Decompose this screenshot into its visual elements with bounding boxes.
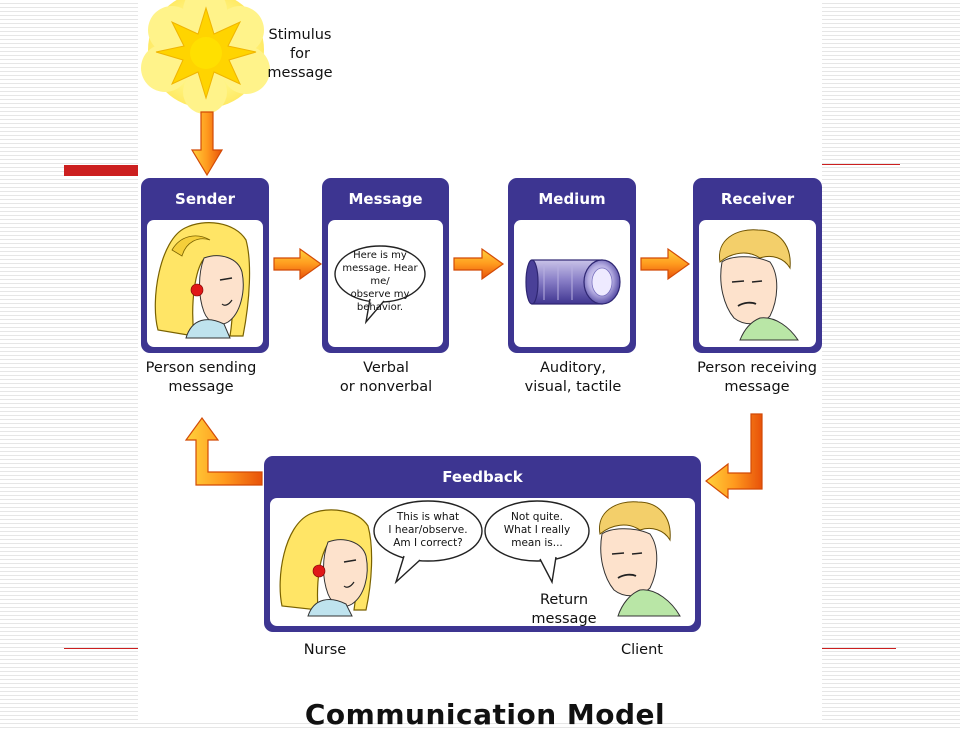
client-face-icon: [599, 501, 681, 617]
sender-title: Sender: [175, 190, 235, 208]
message-bubble-text: Here is my message. Hear me/ observe my …: [342, 250, 418, 313]
arrow-sender-to-message: [273, 247, 323, 281]
diagram-title: Communication Model: [304, 698, 666, 731]
client-speech-bubble-icon: [484, 500, 590, 585]
arrow-stimulus-to-sender: [190, 111, 224, 177]
sun-icon: [141, 0, 270, 114]
client-bubble-text: Not quite. What I really mean is...: [503, 511, 571, 549]
left-red-accent-bar: [64, 165, 138, 176]
medium-title: Medium: [538, 190, 606, 208]
message-caption: Verbal or nonverbal: [339, 360, 433, 395]
left-red-rule-bottom: [64, 648, 138, 649]
nurse-face-icon: [279, 509, 373, 617]
sender-caption: Person sending message: [145, 360, 257, 395]
stimulus-label: Stimulus for message: [267, 27, 333, 81]
nurse-speech-bubble-icon: [373, 500, 483, 585]
medium-caption: Auditory, visual, tactile: [524, 360, 622, 395]
return-message-label: Return message: [531, 592, 597, 627]
speech-bubble-icon: [334, 245, 426, 325]
arrow-receiver-to-feedback: [705, 413, 763, 500]
receiver-face-icon: [719, 229, 799, 341]
sender-face-icon: [154, 222, 251, 339]
receiver-caption: Person receiving message: [697, 360, 817, 395]
arrow-medium-to-receiver: [640, 247, 691, 281]
arrow-feedback-to-sender: [184, 416, 263, 486]
right-red-rule-bottom: [822, 648, 896, 649]
client-label: Client: [621, 642, 663, 658]
right-red-rule-top: [822, 164, 900, 165]
feedback-title: Feedback: [442, 468, 523, 486]
arrow-message-to-medium: [453, 247, 505, 281]
cylinder-icon: [525, 259, 621, 305]
message-title: Message: [348, 190, 423, 208]
nurse-bubble-text: This is what I hear/observe. Am I correc…: [388, 511, 468, 549]
nurse-label: Nurse: [303, 642, 347, 658]
receiver-title: Receiver: [720, 190, 795, 208]
